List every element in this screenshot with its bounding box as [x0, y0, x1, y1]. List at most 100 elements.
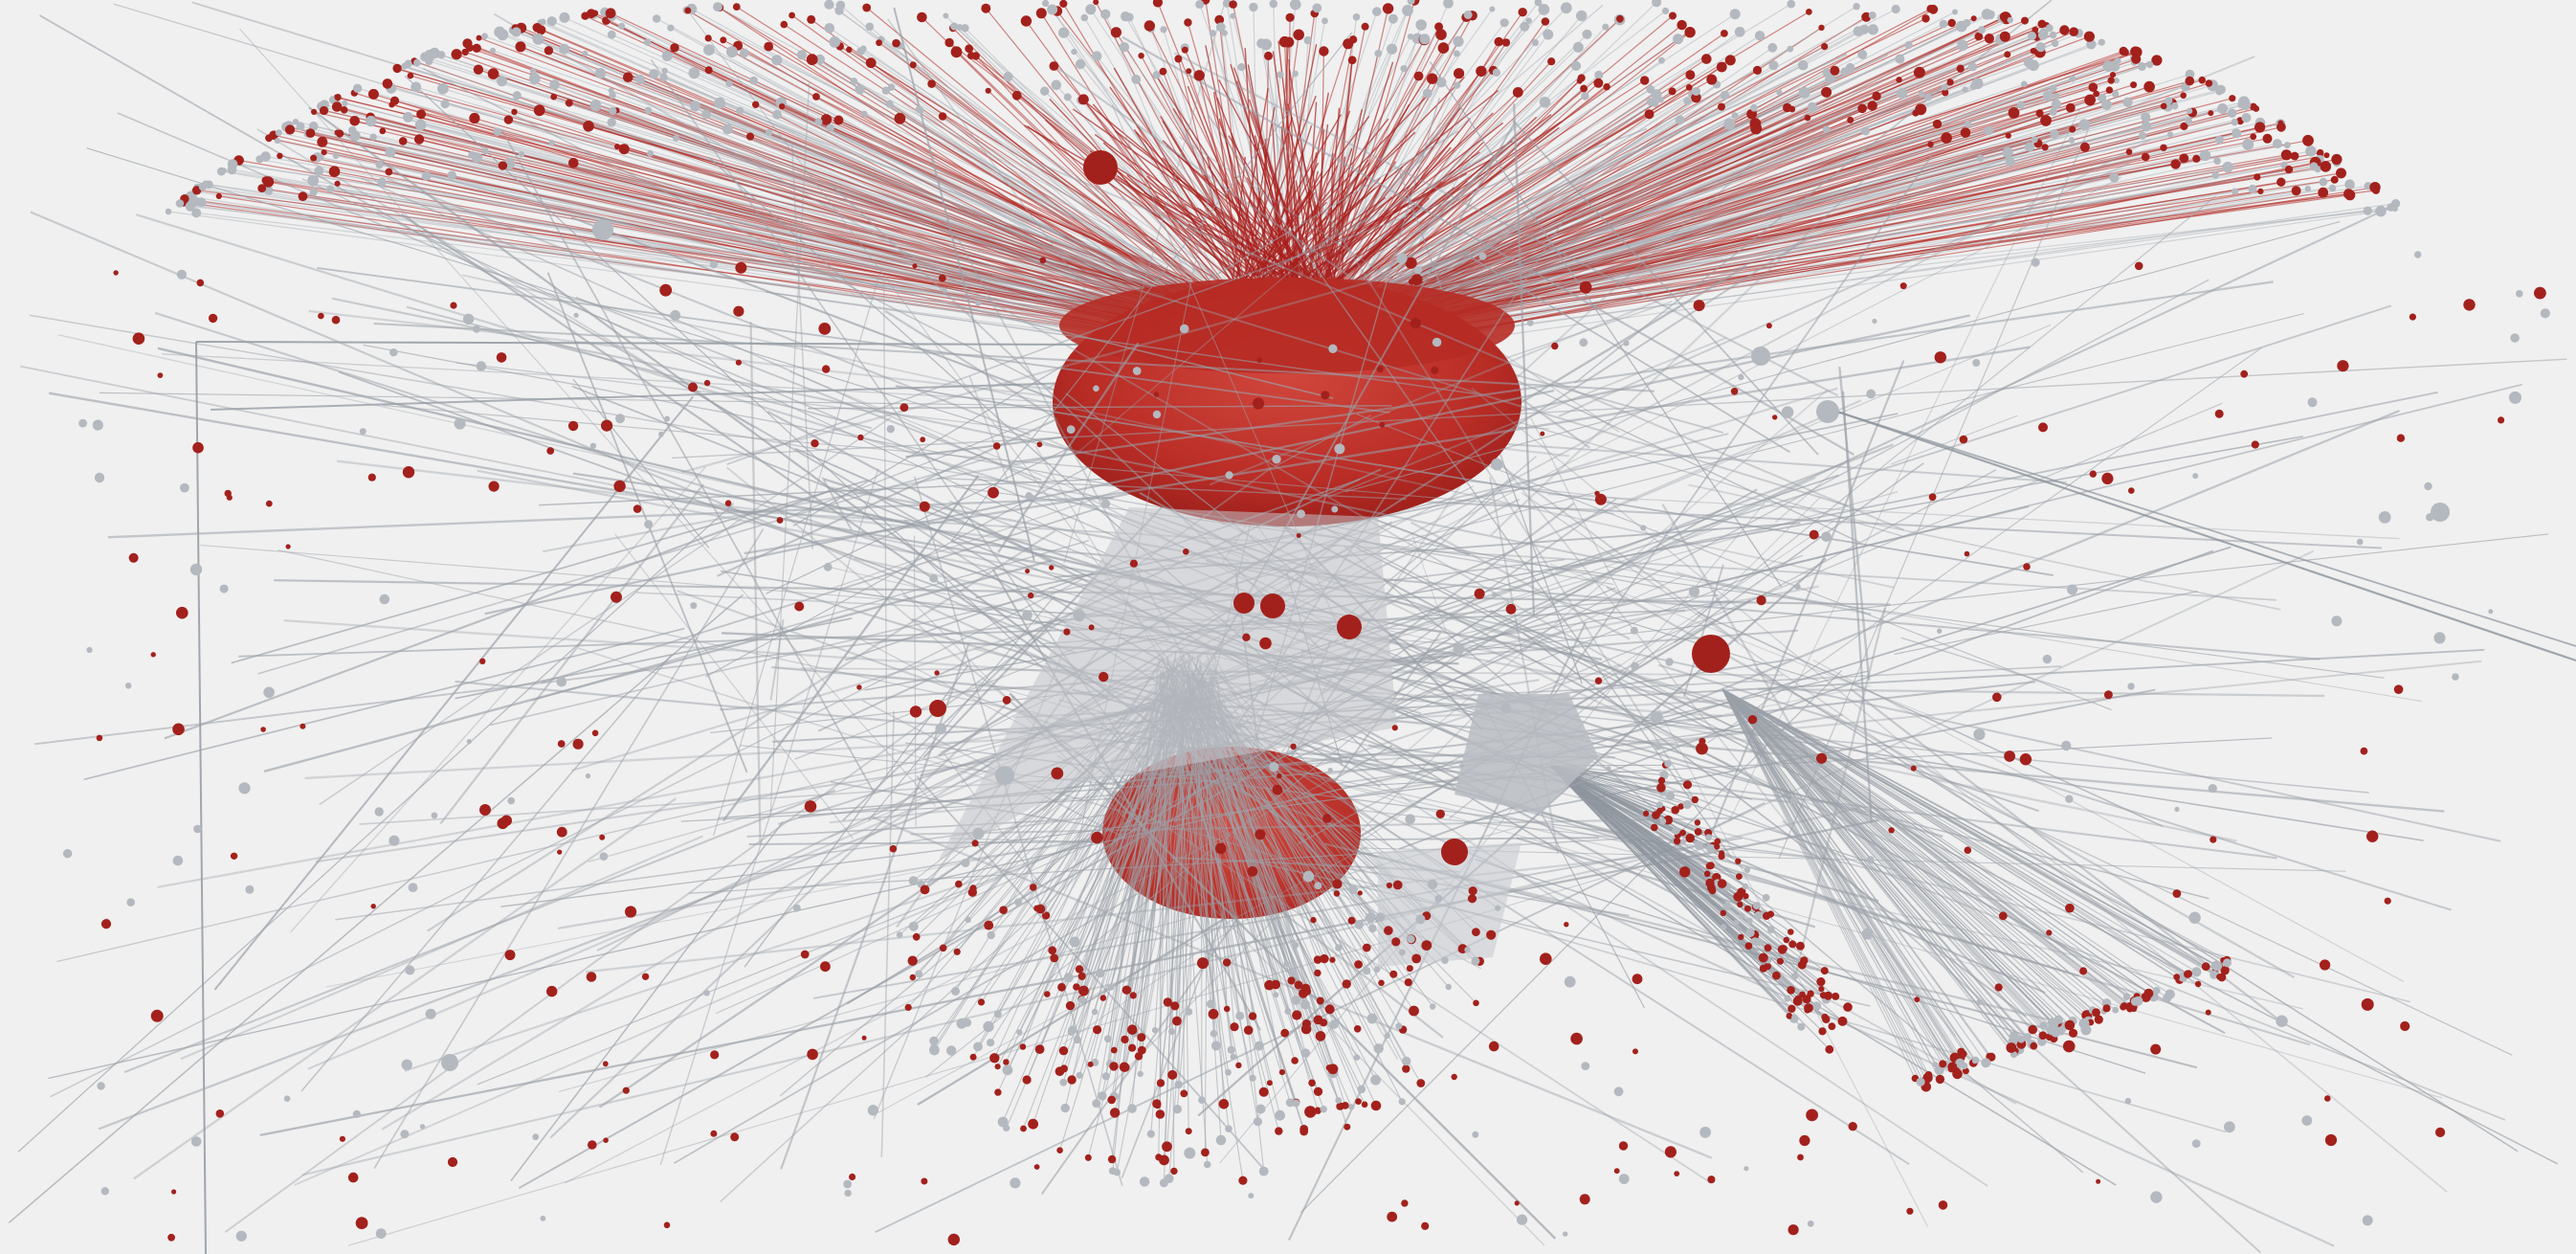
graph-node[interactable] — [1932, 119, 1943, 129]
graph-node[interactable] — [1463, 11, 1473, 19]
graph-node[interactable] — [709, 260, 719, 269]
graph-node[interactable] — [688, 67, 700, 79]
graph-node[interactable] — [1696, 742, 1708, 755]
graph-node[interactable] — [2112, 90, 2120, 98]
hub-node-top[interactable] — [1053, 278, 1521, 526]
graph-node[interactable] — [1378, 979, 1385, 987]
graph-node[interactable] — [1313, 955, 1322, 964]
graph-node[interactable] — [1402, 1064, 1410, 1073]
graph-node[interactable] — [1215, 22, 1226, 33]
graph-node[interactable] — [1073, 983, 1080, 991]
graph-node[interactable] — [835, 0, 846, 11]
graph-node[interactable] — [1069, 936, 1080, 948]
graph-node[interactable] — [1432, 337, 1442, 347]
graph-node[interactable] — [1297, 509, 1305, 519]
graph-node[interactable] — [1971, 78, 1984, 90]
graph-node[interactable] — [2006, 1042, 2017, 1053]
graph-node[interactable] — [1159, 1154, 1169, 1166]
graph-node[interactable] — [1342, 979, 1352, 989]
graph-node[interactable] — [511, 108, 518, 116]
graph-node[interactable] — [2130, 46, 2141, 57]
graph-node[interactable] — [713, 2, 722, 12]
graph-node[interactable] — [2094, 1015, 2103, 1024]
graph-node[interactable] — [1800, 956, 1809, 965]
graph-node[interactable] — [1303, 35, 1313, 45]
graph-node[interactable] — [2128, 487, 2135, 494]
graph-node[interactable] — [2369, 182, 2381, 193]
graph-node[interactable] — [1056, 1147, 1063, 1153]
graph-node[interactable] — [319, 105, 329, 116]
graph-node[interactable] — [1964, 121, 1972, 128]
graph-node[interactable] — [1370, 1100, 1382, 1111]
graph-node[interactable] — [500, 815, 512, 826]
graph-node[interactable] — [1275, 1127, 1283, 1135]
graph-node[interactable] — [1093, 1025, 1102, 1035]
graph-node[interactable] — [585, 773, 591, 779]
graph-node[interactable] — [1897, 88, 1908, 99]
graph-node[interactable] — [904, 1003, 912, 1011]
graph-node[interactable] — [1366, 1013, 1378, 1024]
graph-node[interactable] — [2210, 836, 2217, 843]
graph-node[interactable] — [462, 313, 475, 325]
graph-node[interactable] — [749, 76, 758, 85]
graph-node[interactable] — [1065, 1000, 1076, 1011]
graph-node[interactable] — [389, 96, 400, 105]
graph-node[interactable] — [1315, 1031, 1326, 1041]
graph-node[interactable] — [1643, 810, 1650, 817]
graph-node[interactable] — [1235, 1062, 1242, 1069]
graph-node[interactable] — [1811, 1001, 1822, 1011]
graph-node[interactable] — [2150, 1043, 2162, 1055]
graph-node-large[interactable] — [1816, 400, 1839, 423]
graph-node[interactable] — [274, 138, 280, 145]
graph-node[interactable] — [1688, 586, 1700, 597]
graph-node[interactable] — [999, 906, 1008, 914]
graph-node[interactable] — [421, 171, 432, 181]
graph-node[interactable] — [1063, 628, 1071, 636]
graph-node[interactable] — [1036, 441, 1043, 448]
graph-node[interactable] — [670, 43, 679, 53]
graph-node[interactable] — [1033, 1164, 1040, 1170]
graph-node[interactable] — [1735, 858, 1742, 864]
graph-node[interactable] — [515, 41, 524, 52]
graph-node[interactable] — [589, 442, 597, 449]
graph-node[interactable] — [2179, 153, 2189, 164]
graph-node[interactable] — [1407, 0, 1415, 5]
graph-node[interactable] — [2363, 206, 2372, 215]
graph-node[interactable] — [1501, 38, 1511, 47]
graph-node[interactable] — [981, 3, 991, 13]
graph-node[interactable] — [1906, 1207, 1914, 1215]
graph-node[interactable] — [1319, 46, 1329, 56]
graph-node[interactable] — [1044, 991, 1051, 997]
graph-node[interactable] — [823, 562, 833, 571]
graph-node[interactable] — [175, 199, 185, 208]
graph-node[interactable] — [1230, 1053, 1237, 1061]
graph-node[interactable] — [132, 332, 145, 346]
graph-node[interactable] — [1415, 914, 1426, 925]
graph-node[interactable] — [305, 128, 316, 139]
graph-node[interactable] — [2188, 911, 2201, 924]
graph-node[interactable] — [2101, 472, 2114, 484]
graph-node[interactable] — [2054, 1015, 2063, 1024]
graph-node[interactable] — [2208, 784, 2217, 794]
graph-node[interactable] — [1677, 19, 1687, 31]
graph-node[interactable] — [601, 419, 613, 432]
graph-node[interactable] — [1927, 141, 1934, 147]
graph-node[interactable] — [1673, 34, 1684, 45]
graph-node[interactable] — [466, 739, 472, 745]
graph-node[interactable] — [582, 50, 588, 57]
graph-node[interactable] — [1087, 1061, 1094, 1067]
graph-node[interactable] — [1093, 0, 1099, 6]
graph-node[interactable] — [285, 544, 291, 549]
graph-node[interactable] — [2433, 632, 2446, 644]
graph-node[interactable] — [1235, 1011, 1245, 1020]
graph-node[interactable] — [377, 177, 387, 187]
graph-node[interactable] — [2361, 997, 2374, 1011]
graph-node[interactable] — [529, 68, 537, 75]
graph-node[interactable] — [1186, 68, 1192, 75]
graph-node[interactable] — [1632, 974, 1643, 985]
graph-node[interactable] — [1832, 992, 1840, 1000]
graph-node[interactable] — [2170, 159, 2181, 169]
graph-node[interactable] — [1714, 838, 1721, 845]
graph-node[interactable] — [2130, 81, 2138, 89]
graph-node[interactable] — [1242, 633, 1251, 641]
